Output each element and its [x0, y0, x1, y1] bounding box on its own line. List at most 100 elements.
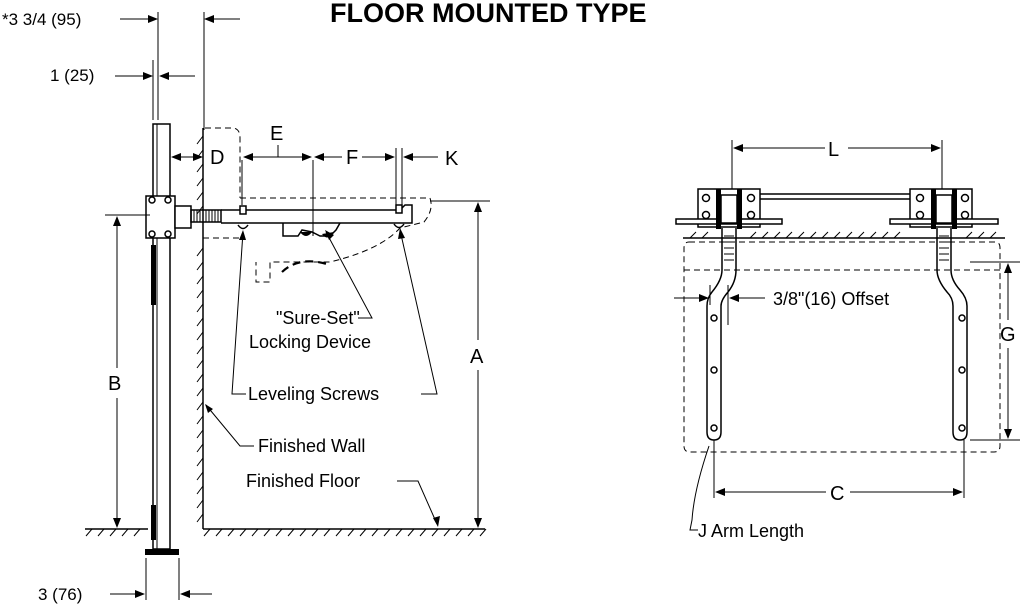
left-bracket-upright-2: [737, 189, 742, 229]
finished-wall-leader-arrowhead: [205, 404, 213, 413]
dim-top-arrowhead-right: [204, 15, 214, 23]
locking-device-label-line2: Locking Device: [249, 332, 371, 352]
dim-G-arrowhead-top: [1004, 263, 1012, 273]
left-arm-threads: [724, 235, 734, 261]
leveling-screw-left-foot: [237, 224, 249, 230]
left-bracket-upright-1: [716, 189, 721, 229]
left-bracket-bolt-2: [746, 193, 756, 203]
bracket-bolt-1: [148, 196, 156, 204]
support-arm: [221, 204, 413, 224]
bracket-bolt-4: [164, 230, 172, 238]
dim-L-arrowhead-left: [733, 144, 743, 152]
left-bracket-core: [720, 194, 738, 224]
offset-arrowhead-left: [699, 294, 709, 302]
locking-device-detail-1: [300, 232, 312, 236]
dim-C-label: C: [830, 483, 844, 505]
fixture-outline-top: [205, 127, 430, 199]
left-arm-hole-3: [710, 424, 718, 432]
right-bracket-bolt-4: [960, 210, 970, 220]
dim-A-arrowhead-top: [474, 202, 482, 212]
fixture-outline-bowl: [255, 197, 432, 283]
locking-device-leader: [325, 231, 373, 319]
dim-G-label: G: [1000, 324, 1016, 346]
dim-B-arrowhead-bottom: [113, 518, 121, 528]
left-arm-hole-1: [710, 314, 718, 322]
locking-device-label-line1: "Sure-Set": [276, 308, 360, 328]
dim-top-arrowhead-left: [148, 15, 158, 23]
dim-F-arrowhead-left: [314, 153, 324, 161]
leveling-screw-right-foot: [393, 223, 405, 229]
right-bracket-upright-2: [952, 189, 957, 229]
left-bracket-bolt-1: [701, 193, 711, 203]
leveling-screw-right-head: [395, 204, 403, 214]
left-bracket-bolt-4: [746, 210, 756, 220]
support-post: [152, 123, 171, 550]
dim-E-arrowhead-left: [243, 153, 253, 161]
finished-floor-label: Finished Floor: [246, 471, 360, 491]
leveling-screw-leader-left: [231, 231, 246, 395]
offset-label: 3/8"(16) Offset: [773, 289, 889, 309]
bracket-bolt-2: [164, 196, 172, 204]
top-view-fixture-outline: [683, 241, 1001, 453]
offset-arrowhead-right: [729, 294, 739, 302]
arm-coupling: [174, 205, 192, 229]
dim-K-label: K: [445, 148, 459, 170]
leveling-screw-leader-right-arrowhead: [398, 228, 405, 239]
dim-base-arrowhead-left: [135, 590, 145, 598]
floor-hatching-left: [85, 528, 141, 537]
dim-L-label: L: [828, 139, 839, 161]
post-weld-strip-upper: [151, 245, 156, 305]
left-bracket-bolt-3: [701, 210, 711, 220]
dim-base-width-label: 3 (76): [38, 585, 82, 604]
dim-C-arrowhead-left: [715, 488, 725, 496]
right-arm-hole-1: [958, 314, 966, 322]
dim-B-label: B: [108, 373, 121, 395]
arm-length-label: J Arm Length: [698, 521, 804, 541]
right-bracket-core: [935, 194, 953, 224]
dim-post-arrowhead-left: [143, 72, 153, 80]
right-bracket-upright-1: [931, 189, 936, 229]
floor-base-plate: [145, 549, 179, 555]
dim-L-arrowhead-right: [931, 144, 941, 152]
left-arm-hole-2: [710, 366, 718, 374]
dim-post-width-label: 1 (25): [50, 66, 94, 85]
dim-C-arrowhead-right: [953, 488, 963, 496]
finished-wall-leader: [205, 404, 254, 447]
post-weld-strip-lower: [151, 505, 156, 540]
bracket-bolt-3: [148, 230, 156, 238]
floor-hatching: [203, 528, 487, 537]
dim-A-label: A: [470, 346, 484, 368]
leveling-screw-leader-left-arrowhead: [239, 230, 246, 240]
dim-F-arrowhead-right: [385, 153, 395, 161]
dim-D-label: D: [210, 147, 224, 169]
diagram-title: FLOOR MOUNTED TYPE: [330, 0, 647, 28]
dim-base-arrowhead-right: [180, 590, 190, 598]
dim-D-arrowhead-left: [171, 153, 181, 161]
locking-device-leader-arrowhead: [325, 230, 334, 240]
dim-top-clearance-label: *3 3/4 (95): [2, 10, 81, 29]
right-support-arm: [936, 228, 968, 441]
side-view: *3 3/4 (95) 1 (25): [2, 10, 490, 604]
right-arm-hole-2: [958, 366, 966, 374]
dim-B-arrowhead-top: [113, 216, 121, 226]
rod-threads: [193, 210, 219, 222]
right-bracket-bolt-2: [960, 193, 970, 203]
right-bracket-bolt-3: [915, 210, 925, 220]
top-view: L: [674, 139, 1020, 541]
dim-A-arrowhead-bottom: [474, 518, 482, 528]
dim-F-label: F: [346, 147, 358, 169]
leveling-screw-left-head: [239, 205, 247, 215]
dim-K-arrowhead: [403, 153, 413, 161]
finished-floor-leader-arrowhead: [433, 516, 440, 527]
dim-E-label: E: [270, 123, 283, 145]
finished-floor-leader: [397, 480, 438, 525]
fixture-outline-drain: [281, 260, 331, 273]
dim-G-arrowhead-bottom: [1004, 429, 1012, 439]
right-arm-hole-3: [958, 424, 966, 432]
wall-hatching: [196, 135, 204, 523]
leveling-screws-label: Leveling Screws: [248, 384, 379, 404]
arm-length-leader: [689, 445, 710, 531]
top-view-wall-hatching: [689, 231, 997, 239]
dim-post-arrowhead-right: [159, 72, 169, 80]
